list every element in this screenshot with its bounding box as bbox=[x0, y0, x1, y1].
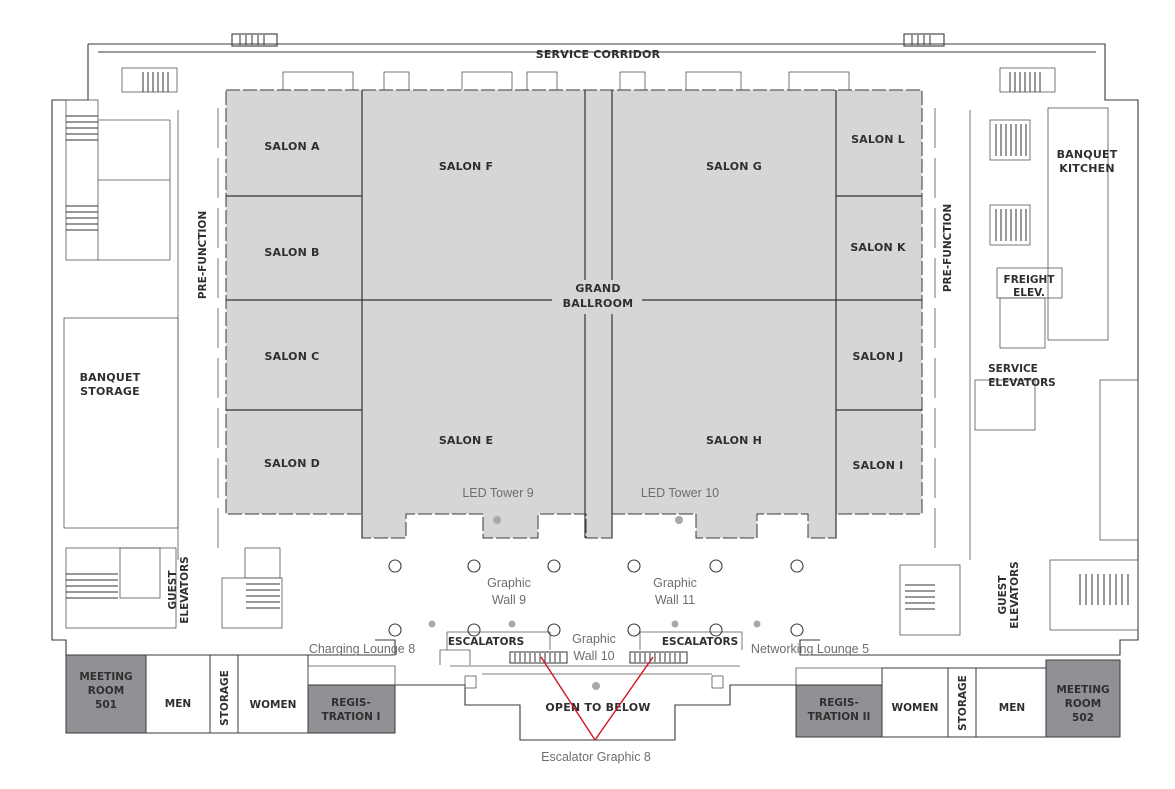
salon-e-label: SALON E bbox=[439, 434, 493, 447]
salon-b-label: SALON B bbox=[264, 246, 319, 259]
men-right-label: MEN bbox=[999, 702, 1025, 714]
meeting-room-501-line2: ROOM bbox=[88, 685, 124, 697]
meeting-room-501-line3: 501 bbox=[95, 699, 117, 711]
storage-left-label: STORAGE bbox=[219, 670, 231, 726]
networking-lounge-5-label: Networking Lounge 5 bbox=[751, 642, 869, 656]
escalator-graphic-8-label: Escalator Graphic 8 bbox=[541, 750, 651, 764]
meeting-room-502-line3: 502 bbox=[1072, 712, 1094, 724]
bottom-right-rooms bbox=[795, 659, 1121, 738]
escalator-graphic-lines bbox=[540, 656, 654, 741]
service-elevators-label-line1: SERVICE bbox=[988, 363, 1038, 375]
escalators-right-label: ESCALATORS bbox=[662, 636, 738, 648]
registration-1-line1: REGIS- bbox=[331, 697, 371, 709]
registration-2-line1: REGIS- bbox=[819, 697, 859, 709]
storage-right-label: STORAGE bbox=[957, 675, 969, 731]
women-right-label: WOMEN bbox=[892, 702, 939, 714]
led-tower-9-label: LED Tower 9 bbox=[462, 486, 533, 500]
vent-top-left-lines bbox=[239, 35, 931, 45]
service-corridor-label: SERVICE CORRIDOR bbox=[536, 48, 661, 61]
graphic-wall-10-line2: Wall 10 bbox=[573, 649, 614, 663]
prefunction-right-label: PRE-FUNCTION bbox=[942, 204, 954, 292]
service-elevators-label-line2: ELEVATORS bbox=[988, 377, 1056, 389]
guest-elevators-left-line2: ELEVATORS bbox=[179, 556, 191, 624]
vent-top-right bbox=[903, 33, 945, 47]
registration-1-line2: TRATION I bbox=[322, 711, 381, 723]
escalator-area bbox=[395, 631, 800, 741]
right-wing-walls bbox=[899, 107, 1139, 636]
corridor-structures bbox=[121, 67, 1056, 93]
banquet-storage-label-line1: BANQUET bbox=[80, 371, 141, 384]
left-wing-walls bbox=[63, 99, 283, 629]
left-stairs bbox=[66, 115, 280, 609]
freight-elev-label-line1: FREIGHT bbox=[1004, 274, 1056, 286]
open-to-below-label: OPEN TO BELOW bbox=[545, 701, 650, 714]
vent-top-left bbox=[231, 33, 278, 47]
salon-f-label: SALON F bbox=[439, 160, 493, 173]
salon-k-label: SALON K bbox=[850, 241, 906, 254]
escalator-treads bbox=[514, 653, 681, 662]
led-tower-10-label: LED Tower 10 bbox=[641, 486, 719, 500]
guest-elevators-left-line1: GUEST bbox=[167, 570, 179, 610]
guest-elevators-right-line1: GUEST bbox=[997, 575, 1009, 615]
prefunction-left-label: PRE-FUNCTION bbox=[197, 211, 209, 299]
salon-a-label: SALON A bbox=[264, 140, 320, 153]
registration-2-line2: TRATION II bbox=[808, 711, 871, 723]
salon-c-label: SALON C bbox=[265, 350, 320, 363]
ballroom-label-line2: BALLROOM bbox=[563, 297, 634, 310]
graphic-wall-11-line1: Graphic bbox=[653, 576, 697, 590]
marker-dots bbox=[428, 516, 761, 690]
guest-elevators-right-line2: ELEVATORS bbox=[1009, 561, 1021, 629]
charging-lounge-8-label: Charging Lounge 8 bbox=[309, 642, 415, 656]
salon-j-label: SALON J bbox=[853, 350, 904, 363]
ballroom-label-bg bbox=[552, 280, 642, 314]
graphic-wall-11-line2: Wall 11 bbox=[655, 593, 695, 607]
freight-elev-label-line2: ELEV. bbox=[1013, 287, 1045, 299]
banquet-storage-label-line2: STORAGE bbox=[80, 385, 140, 398]
ballroom-label-line1: GRAND bbox=[575, 282, 620, 295]
escalators-left-label: ESCALATORS bbox=[448, 636, 524, 648]
bottom-left-rooms bbox=[65, 654, 396, 734]
salon-g-label: SALON G bbox=[706, 160, 762, 173]
salon-i-label: SALON I bbox=[853, 459, 904, 472]
graphic-wall-10-line1: Graphic bbox=[572, 632, 616, 646]
salon-l-label: SALON L bbox=[851, 133, 905, 146]
graphic-wall-9-line1: Graphic bbox=[487, 576, 531, 590]
right-stairs bbox=[905, 124, 1129, 610]
meeting-room-501-line1: MEETING bbox=[79, 671, 132, 683]
graphic-wall-9-line2: Wall 9 bbox=[492, 593, 526, 607]
men-left-label: MEN bbox=[165, 698, 191, 710]
salon-d-label: SALON D bbox=[264, 457, 320, 470]
banquet-kitchen-label-line1: BANQUET bbox=[1057, 148, 1118, 161]
meeting-room-502-line2: ROOM bbox=[1065, 698, 1101, 710]
meeting-room-502-line1: MEETING bbox=[1056, 684, 1109, 696]
columns bbox=[388, 559, 804, 637]
women-left-label: WOMEN bbox=[250, 699, 297, 711]
banquet-kitchen-label-line2: KITCHEN bbox=[1059, 162, 1115, 175]
salon-h-label: SALON H bbox=[706, 434, 762, 447]
